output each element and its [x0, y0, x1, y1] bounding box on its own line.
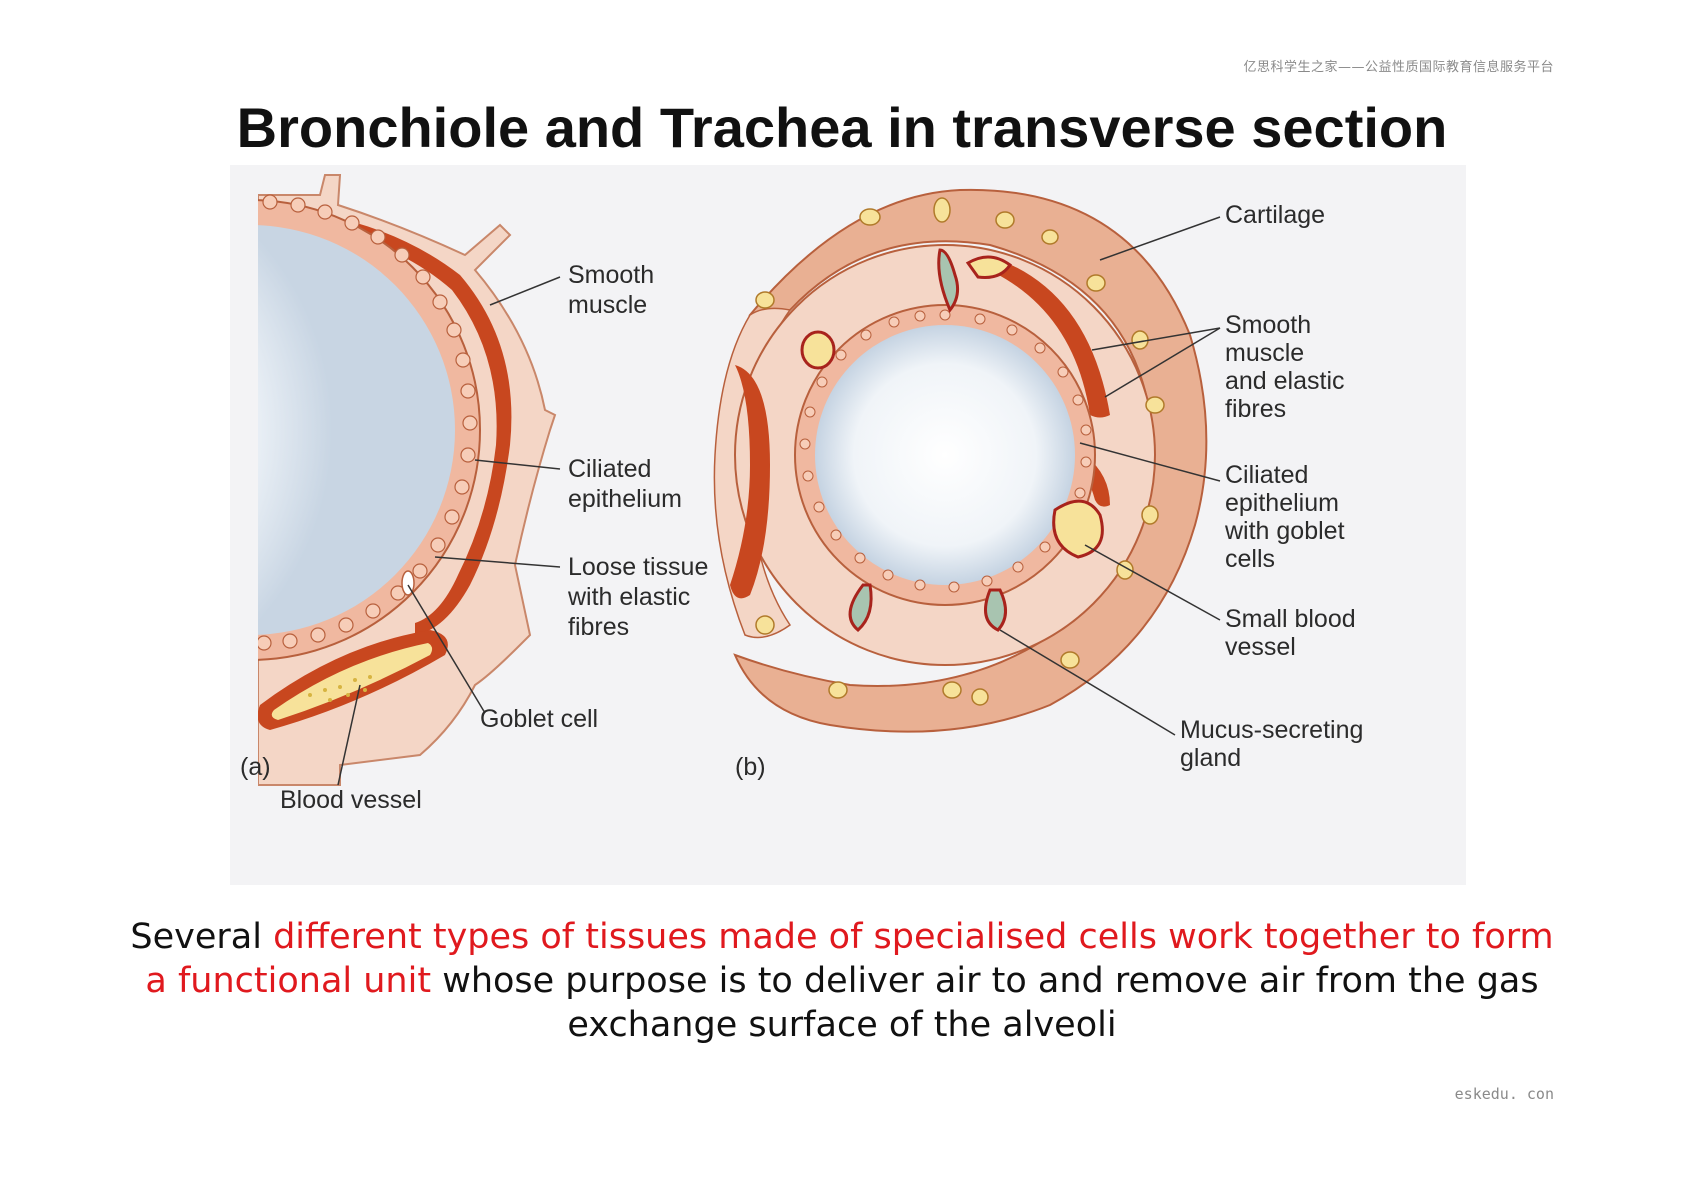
label-blood-vessel-a: Blood vessel	[280, 786, 422, 814]
label-cil-b-4: cells	[1225, 545, 1275, 573]
lumen-b	[815, 325, 1075, 585]
header-note: 亿思科学生之家——公益性质国际教育信息服务平台	[1243, 60, 1554, 75]
mucus-glands	[800, 248, 1104, 632]
chondrocytes	[755, 197, 1165, 706]
label-smooth-muscle-a-1: Smooth	[568, 261, 654, 289]
diagram-svg: Smooth muscle Ciliated epithelium Loose …	[240, 174, 1363, 814]
label-loose-a-1: Loose tissue	[568, 553, 708, 581]
trachea-section: Cartilage Smooth muscle and elastic fibr…	[713, 188, 1363, 781]
label-sm-b-4: fibres	[1225, 395, 1286, 423]
label-cil-b-2: epithelium	[1225, 489, 1339, 517]
panel-label-b: (b)	[735, 753, 766, 781]
footer-note: eskedu. con	[1454, 1085, 1554, 1103]
label-sbv-1: Small blood	[1225, 605, 1356, 633]
label-goblet-a: Goblet cell	[480, 705, 598, 733]
epithelial-cells-b	[799, 309, 1092, 593]
label-loose-a-3: fibres	[568, 613, 629, 641]
label-sm-b-3: and elastic	[1225, 367, 1345, 395]
label-cil-b-1: Ciliated	[1225, 461, 1308, 489]
bronchiole-section: Smooth muscle Ciliated epithelium Loose …	[240, 174, 708, 814]
label-loose-a-2: with elastic	[567, 583, 690, 611]
small-blood-vessel-b	[1052, 499, 1104, 559]
trachealis-muscle	[730, 365, 770, 599]
caption: Several different types of tissues made …	[120, 915, 1564, 1047]
diagram-figure: Smooth muscle Ciliated epithelium Loose …	[230, 165, 1466, 885]
label-cil-b-3: with goblet	[1224, 517, 1345, 545]
caption-part1: Several	[130, 917, 274, 957]
label-sm-b-2: muscle	[1225, 339, 1304, 367]
lumen-a	[258, 225, 455, 635]
label-ciliated-a-2: epithelium	[568, 485, 682, 513]
epithelial-cells-a	[258, 194, 478, 651]
label-mucus-1: Mucus-secreting	[1180, 716, 1363, 744]
label-sbv-2: vessel	[1225, 633, 1296, 661]
panel-label-a: (a)	[240, 753, 271, 781]
label-cartilage: Cartilage	[1225, 201, 1325, 229]
label-smooth-muscle-a-2: muscle	[568, 291, 647, 319]
caption-highlight: different types of tissues made of speci…	[145, 917, 1554, 1001]
page-title: Bronchiole and Trachea in transverse sec…	[236, 96, 1448, 159]
label-sm-b-1: Smooth	[1225, 311, 1311, 339]
label-mucus-2: gland	[1180, 744, 1241, 772]
label-ciliated-a-1: Ciliated	[568, 455, 651, 483]
caption-part3: whose purpose is to deliver air to and r…	[431, 961, 1539, 1045]
cartilage-ring	[733, 188, 1208, 733]
